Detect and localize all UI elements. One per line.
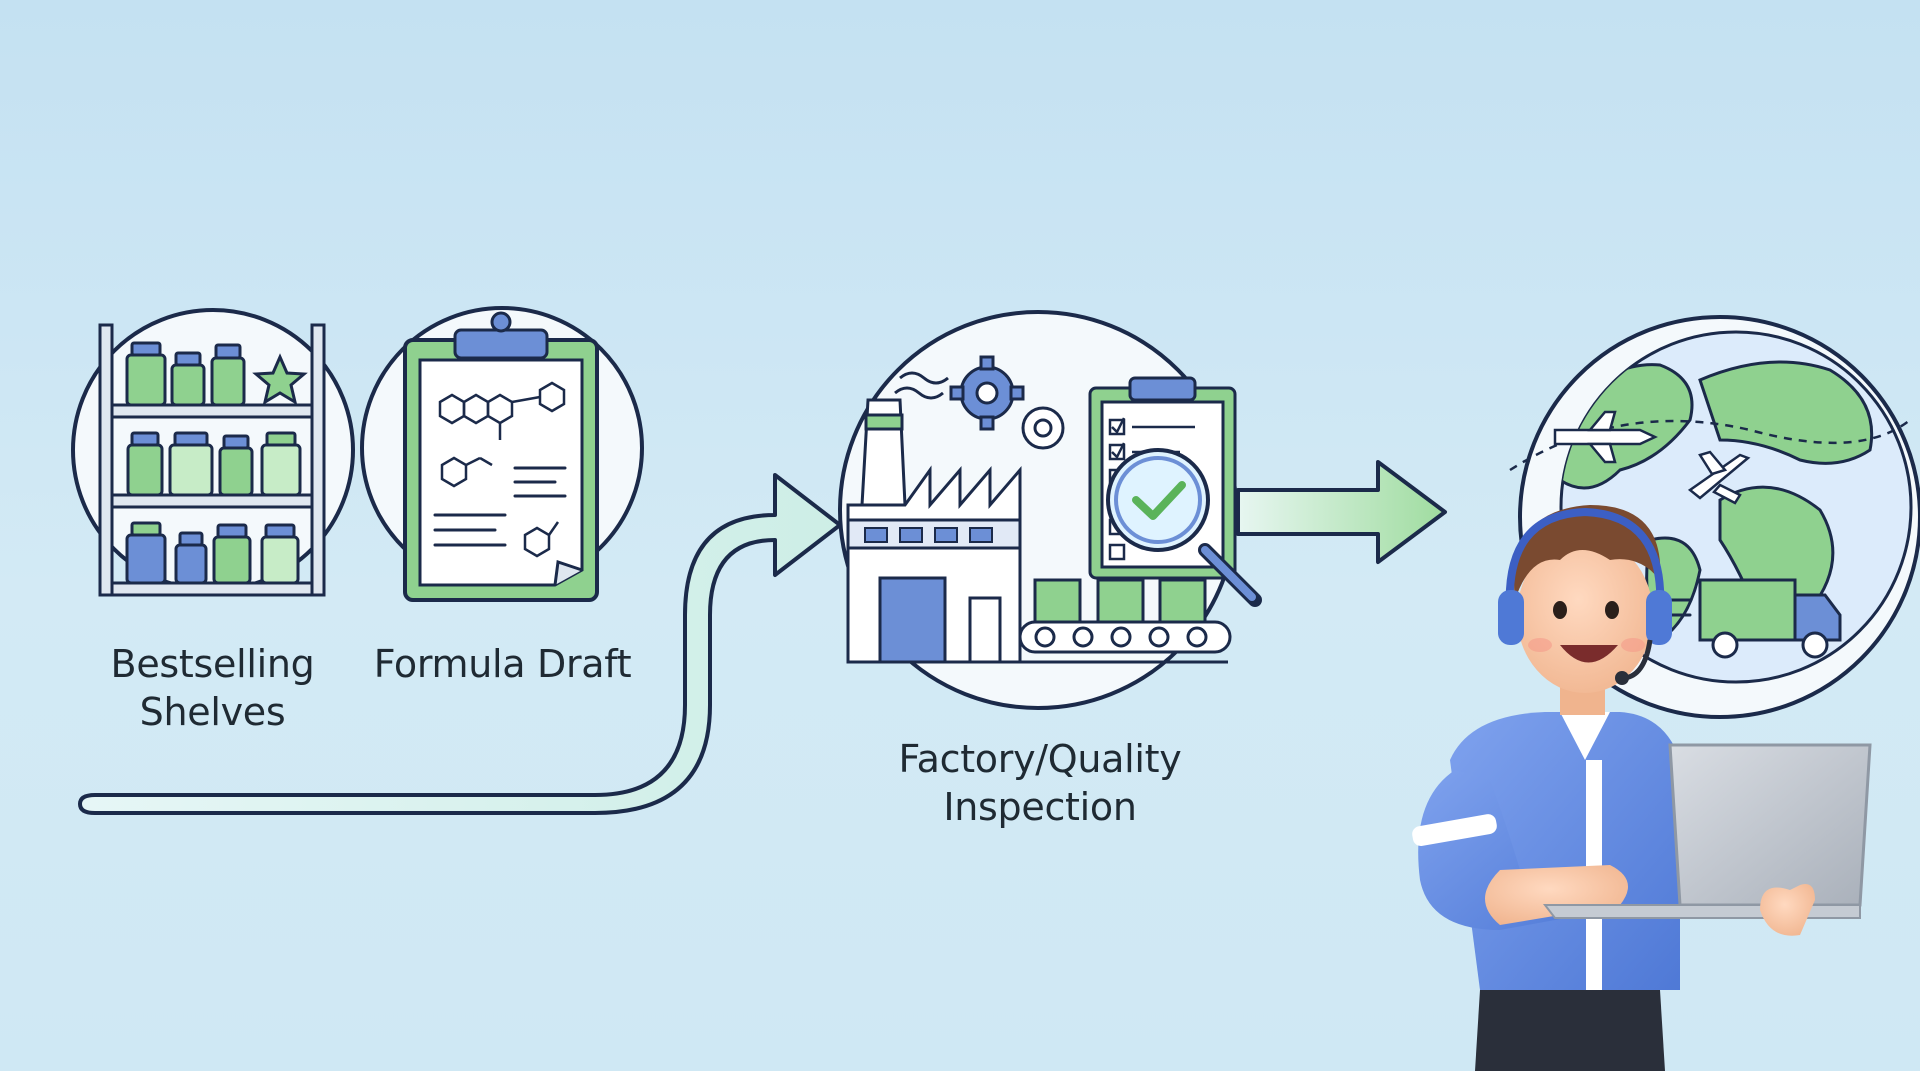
boxes-icon [1033,578,1207,624]
formula-label: Formula Draft [370,640,635,688]
shelves-label-line1: Bestselling [110,642,315,686]
bottle-icon [125,533,167,585]
bottle-icon [218,446,254,497]
molecule-icon [438,381,566,558]
bottle-icon [126,443,164,497]
bottle-icon [260,535,300,585]
truck-icon [1698,578,1842,659]
bottle-icon [212,535,252,585]
factory-illustration [838,310,1262,710]
support-agent-character [1412,505,1872,1071]
factory-door [878,576,947,664]
shelves-label-line2: Shelves [139,690,286,734]
factory-label-line2: Inspection [943,785,1137,829]
headset-icon [1498,507,1672,685]
factory-label: Factory/Quality Inspection [880,735,1200,831]
airplane-icon [1687,450,1751,505]
magnifier-check-icon [1106,448,1262,607]
curved-flow-arrow [78,473,842,815]
formula-illustration [360,306,644,602]
gear-icon [949,355,1025,431]
shelves-illustration [71,308,355,597]
bottle-icon [174,543,208,585]
bottle-icon [260,443,302,497]
bottle-icon [170,363,206,407]
factory-label-line1: Factory/Quality [898,737,1182,781]
gear-icon [1021,406,1065,450]
star-icon [252,353,308,406]
shelves-label: Bestselling Shelves [100,640,325,736]
face [1517,537,1653,693]
bottle-icon [210,356,246,407]
bottle-icon [125,353,167,407]
bottle-icon [168,443,214,497]
straight-flow-arrow [1236,460,1447,564]
airplane-icon [1553,410,1658,464]
formula-label-text: Formula Draft [373,642,632,686]
laptop-icon [1542,743,1872,919]
hair [1513,505,1661,600]
clip-icon [453,328,549,360]
